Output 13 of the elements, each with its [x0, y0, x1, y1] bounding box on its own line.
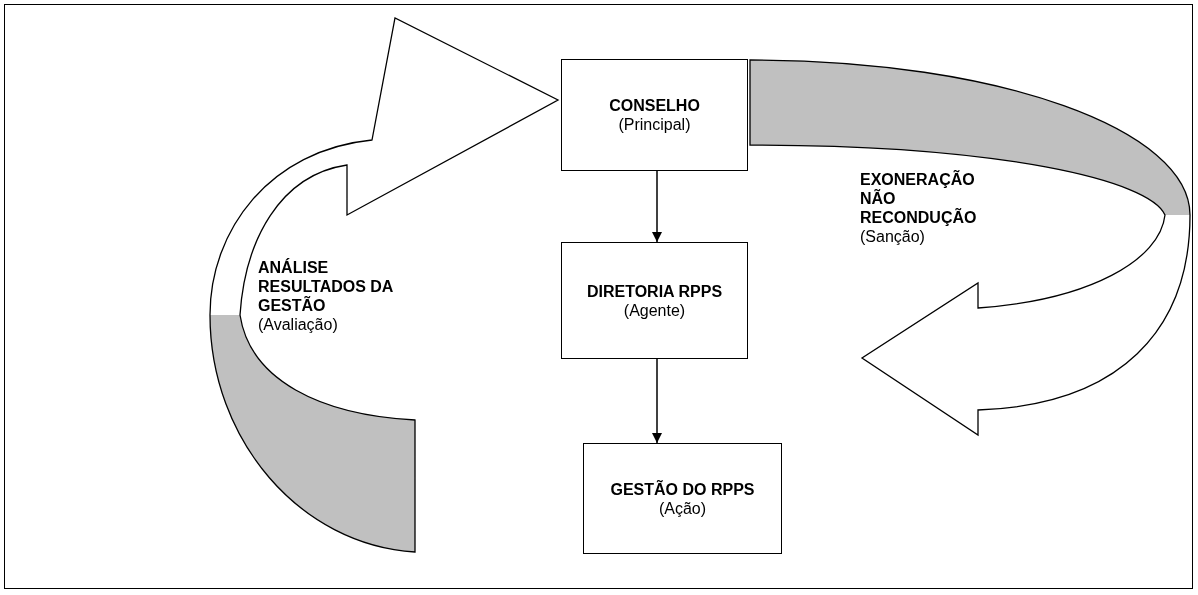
- edge-label: EXONERAÇÃO NÃO RECONDUÇÃO (Sanção): [860, 170, 978, 246]
- box-subtitle: (Principal): [618, 115, 691, 134]
- arrow: [651, 170, 663, 243]
- box-title: GESTÃO DO RPPS: [610, 479, 755, 499]
- edge-label: ANÁLISE RESULTADOS DA GESTÃO (Avaliação): [258, 258, 394, 334]
- management-box: [583, 443, 782, 554]
- council-box: [561, 59, 748, 171]
- box-subtitle: (Agente): [623, 300, 686, 320]
- box-subtitle: (Ação): [658, 498, 707, 518]
- box-title: CONSELHO: [609, 96, 700, 115]
- arrow: [651, 358, 663, 444]
- box-title: DIRETORIA RPPS: [586, 281, 723, 301]
- board-box: [561, 242, 748, 359]
